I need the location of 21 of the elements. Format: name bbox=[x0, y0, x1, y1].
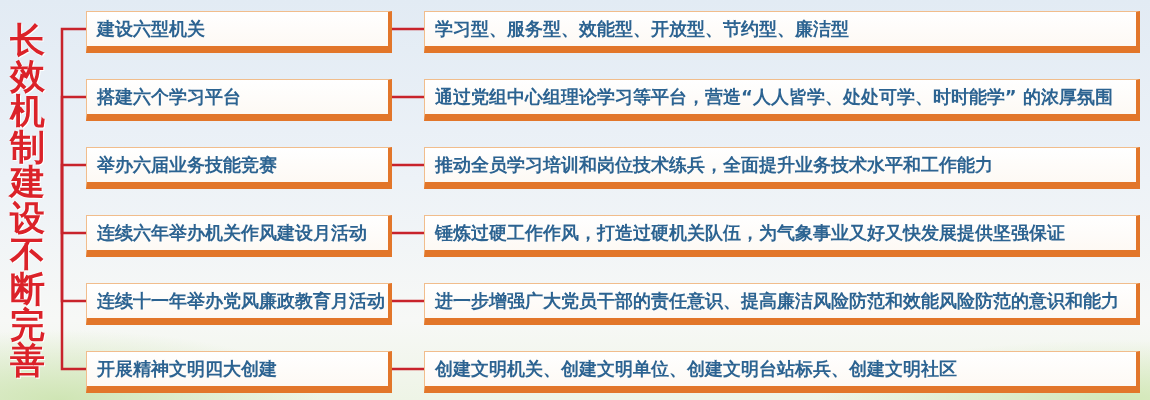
topic-box: 搭建六个学习平台 bbox=[86, 79, 392, 121]
detail-box: 推动全员学习培训和岗位技术练兵，全面提升业务技术水平和工作能力 bbox=[424, 147, 1140, 189]
detail-box: 创建文明机关、创建文明单位、创建文明台站标兵、创建文明社区 bbox=[424, 351, 1140, 393]
detail-box: 进一步增强广大党员干部的责任意识、提高廉洁风险防范和效能风险防范的意识和能力 bbox=[424, 283, 1140, 325]
topic-box: 连续十一年举办党风廉政教育月活动 bbox=[86, 283, 392, 325]
topic-box: 建设六型机关 bbox=[86, 11, 392, 53]
topic-box: 开展精神文明四大创建 bbox=[86, 351, 392, 393]
connector-line bbox=[392, 95, 424, 99]
connector-line bbox=[392, 163, 424, 167]
topic-box: 连续六年举办机关作风建设月活动 bbox=[86, 215, 392, 257]
bracket-line bbox=[60, 202, 86, 371]
connector-line bbox=[392, 367, 424, 371]
bracket-line bbox=[60, 163, 86, 202]
connector-line bbox=[392, 231, 424, 235]
detail-box: 锤炼过硬工作作风，打造过硬机关队伍，为气象事业又好又快发展提供坚强保证 bbox=[424, 215, 1140, 257]
vertical-heading: 长效机制建设不断完善 bbox=[4, 22, 62, 382]
detail-box: 学习型、服务型、效能型、开放型、节约型、廉洁型 bbox=[424, 11, 1140, 53]
connector-line bbox=[392, 27, 424, 31]
topic-box: 举办六届业务技能竞赛 bbox=[86, 147, 392, 189]
detail-box: 通过党组中心组理论学习等平台，营造“人人皆学、处处可学、时时能学” 的浓厚氛围 bbox=[424, 79, 1140, 121]
connector-line bbox=[392, 299, 424, 303]
